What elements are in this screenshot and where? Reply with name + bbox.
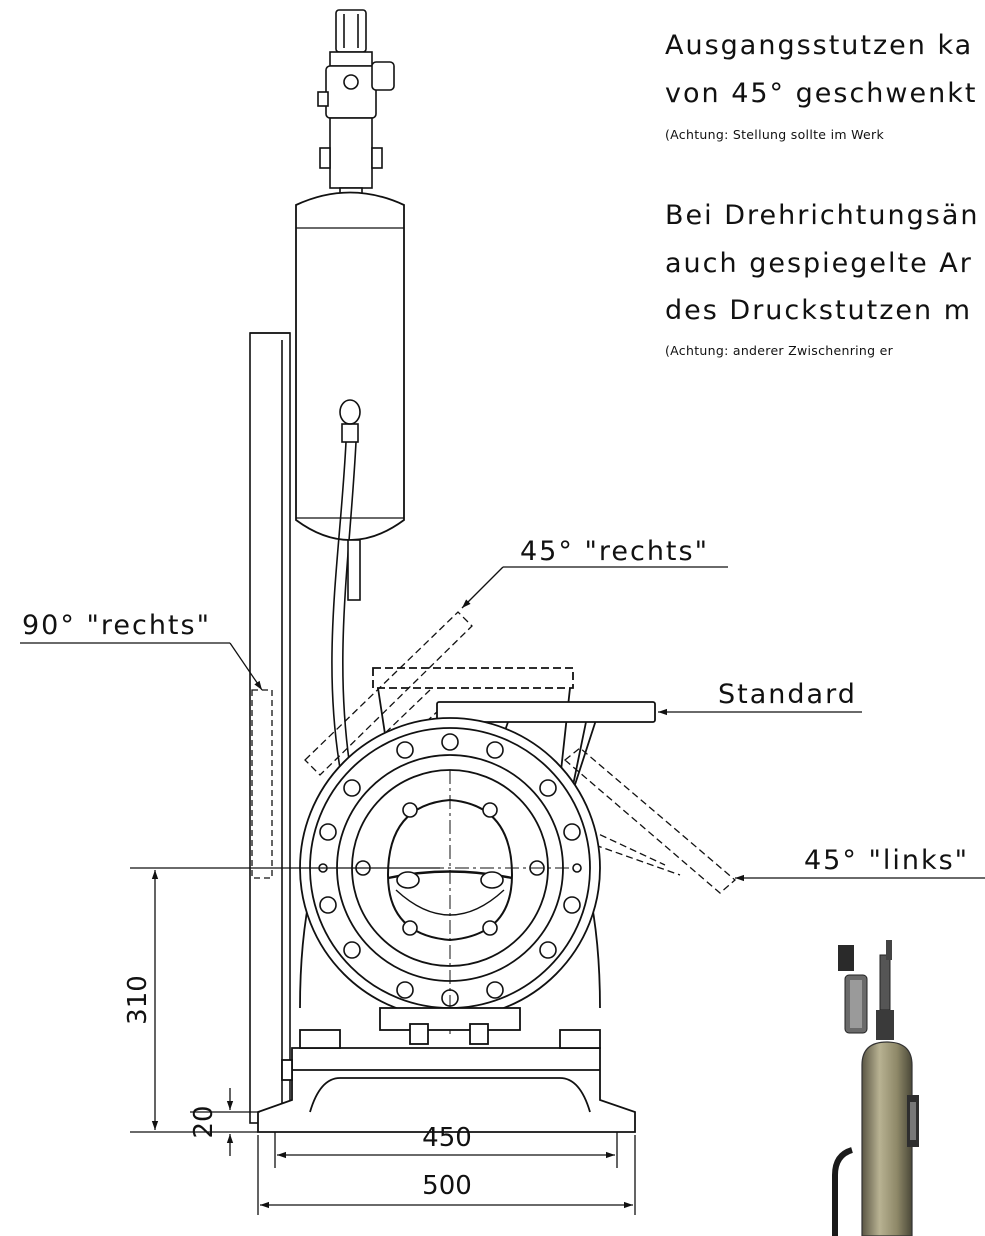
label-standard: Standard [718, 679, 857, 710]
side-panel [249, 332, 291, 1124]
note-swivel-hint: (Achtung: Stellung sollte im Werk [665, 127, 884, 142]
dimension-500 [257, 1135, 636, 1215]
vessel-hose [331, 399, 361, 781]
dim-shaft-height: 310 [123, 975, 153, 1025]
dim-base-width: 500 [422, 1171, 472, 1201]
note-mirror-hint: (Achtung: anderer Zwischenring er [665, 343, 894, 358]
label-90-rechts: 90° "rechts" [22, 610, 211, 641]
dimension-450 [274, 1132, 618, 1168]
note-mirror-line3: des Druckstutzen m [665, 295, 973, 326]
dim-foot-thickness: 20 [189, 1105, 219, 1138]
vessel-3d-rendering [832, 940, 919, 1236]
note-swivel-line1: Ausgangsstutzen ka [665, 30, 974, 61]
pump-base [257, 1007, 636, 1133]
center-lines [330, 770, 570, 1035]
outlet-90-rechts-ghost [251, 689, 273, 879]
valve-assembly [317, 9, 395, 203]
note-mirror-line2: auch gespiegelte Ar [665, 248, 973, 279]
pressure-vessel [295, 191, 405, 541]
dimension-310 [130, 867, 440, 1133]
callout-45-rechts [461, 566, 728, 609]
callout-90-rechts [20, 642, 263, 691]
dim-hole-spacing: 450 [422, 1123, 472, 1153]
label-45-rechts: 45° "rechts" [520, 536, 709, 567]
note-mirror-line1: Bei Drehrichtungsän [665, 200, 980, 231]
note-swivel-line2: von 45° geschwenkt [665, 78, 978, 109]
dimension-20 [190, 1088, 260, 1156]
label-45-links: 45° "links" [804, 845, 969, 876]
